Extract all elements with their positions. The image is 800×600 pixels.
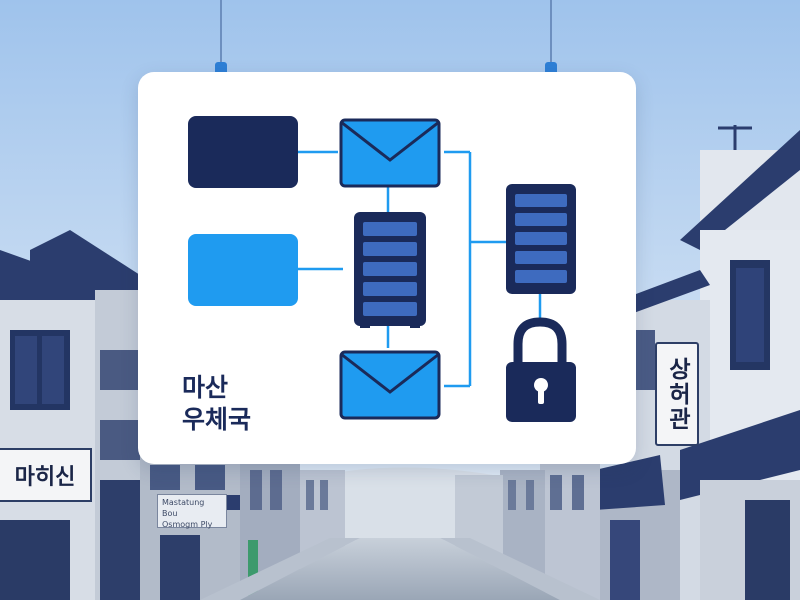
padlock-icon bbox=[506, 317, 576, 422]
envelope-icon bbox=[339, 118, 441, 188]
envelope-icon bbox=[339, 350, 441, 420]
board-title: 마산 우체국 bbox=[182, 372, 251, 436]
server-icon bbox=[354, 212, 426, 328]
street-sign-right: 상허관 bbox=[655, 342, 699, 446]
street-sign-right-text: 상허관 bbox=[664, 356, 690, 432]
street-sign-small-line1: Mastatung Bou bbox=[162, 498, 205, 518]
connector-lines bbox=[298, 150, 542, 388]
network-diagram-board: 마산 우체국 bbox=[138, 72, 636, 464]
street-sign-left: 마히신 bbox=[0, 448, 92, 502]
board-title-line2: 우체국 bbox=[182, 405, 252, 434]
board-title-line1: 마산 bbox=[182, 373, 229, 402]
street-sign-small: Mastatung Bou Osmogm Ply bbox=[157, 494, 227, 529]
street-sign-left-text: 마히신 bbox=[14, 465, 76, 490]
blue-panel-icon bbox=[188, 234, 298, 306]
sidewalk bbox=[200, 538, 360, 600]
server-icon bbox=[506, 184, 576, 294]
road bbox=[240, 538, 560, 600]
navy-panel-icon bbox=[188, 116, 298, 188]
street-sign-small-line2: Osmogm Ply bbox=[162, 520, 213, 529]
